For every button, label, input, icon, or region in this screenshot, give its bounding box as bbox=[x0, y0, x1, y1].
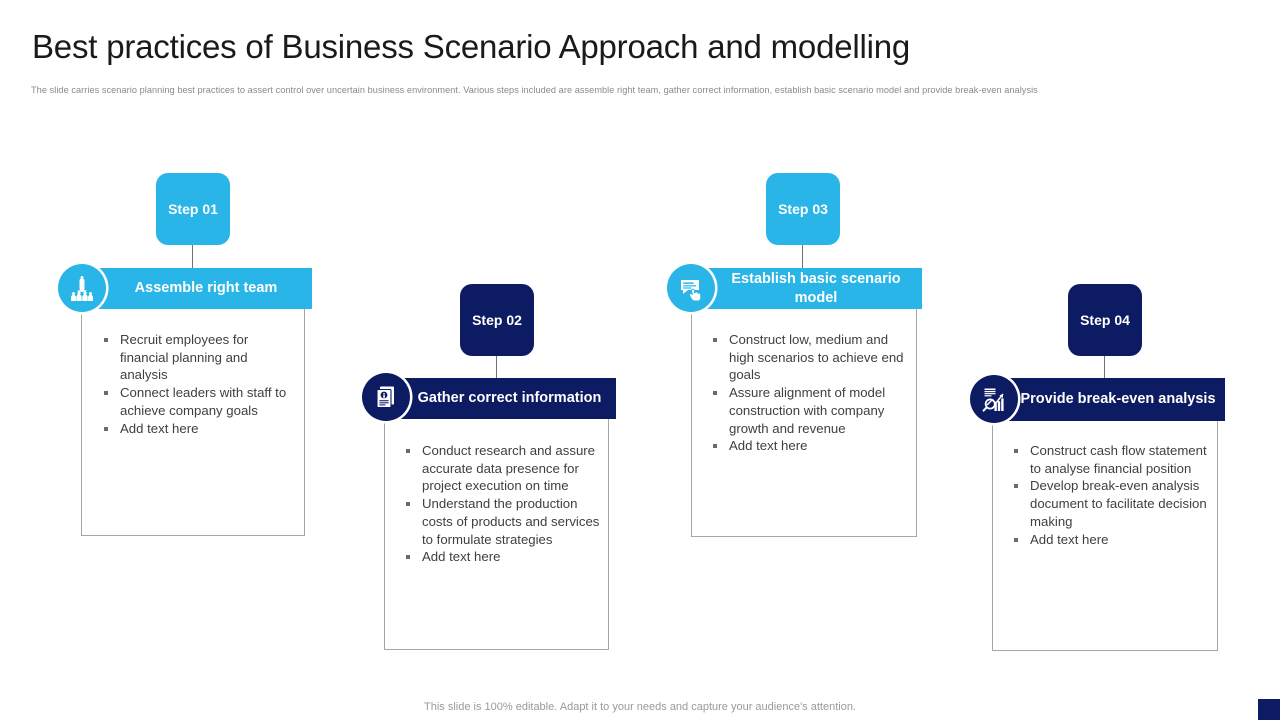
step-badge-3[interactable]: Step 03 bbox=[766, 173, 840, 245]
step-badge-label-1: Step 01 bbox=[168, 201, 218, 217]
step-body-card-1 bbox=[81, 288, 305, 536]
list-item: Connect leaders with staff to achieve co… bbox=[98, 384, 294, 419]
step-connector-3 bbox=[802, 245, 803, 268]
chart-magnifier-icon bbox=[970, 375, 1018, 423]
step-header-bar-3[interactable]: Establish basic scenario model bbox=[690, 268, 922, 309]
step-connector-4 bbox=[1104, 356, 1105, 378]
list-item: Add text here bbox=[98, 420, 294, 438]
list-item: Develop break-even analysis document to … bbox=[1008, 477, 1213, 530]
list-item: Conduct research and assure accurate dat… bbox=[400, 442, 600, 495]
step-header-bar-1[interactable]: Assemble right team bbox=[80, 268, 312, 309]
step-body-card-3 bbox=[691, 288, 917, 537]
step-bullets-3: Construct low, medium and high scenarios… bbox=[707, 331, 907, 455]
list-item: Understand the production costs of produ… bbox=[400, 495, 600, 548]
step-heading-2: Gather correct information bbox=[417, 390, 602, 406]
step-bullets-1: Recruit employees for financial planning… bbox=[98, 331, 294, 437]
step-bullets-2: Conduct research and assure accurate dat… bbox=[400, 442, 600, 566]
corner-accent-mark bbox=[1244, 694, 1280, 720]
team-leader-icon bbox=[58, 264, 106, 312]
footer-note: This slide is 100% editable. Adapt it to… bbox=[424, 701, 856, 713]
step-badge-1[interactable]: Step 01 bbox=[156, 173, 230, 245]
list-item: Assure alignment of model construction w… bbox=[707, 384, 907, 437]
document-info-icon bbox=[362, 373, 410, 421]
step-badge-label-4: Step 04 bbox=[1080, 312, 1130, 328]
step-connector-1 bbox=[192, 245, 193, 268]
page-subtitle: The slide carries scenario planning best… bbox=[31, 85, 1038, 95]
step-connector-2 bbox=[496, 356, 497, 378]
list-item: Recruit employees for financial planning… bbox=[98, 331, 294, 384]
step-bullets-4: Construct cash flow statement to analyse… bbox=[1008, 442, 1213, 548]
screen-cursor-icon bbox=[667, 264, 715, 312]
step-body-card-2 bbox=[384, 398, 609, 650]
step-heading-4: Provide break-even analysis bbox=[1020, 391, 1216, 407]
step-heading-3: Establish basic scenario model bbox=[731, 270, 901, 306]
step-badge-2[interactable]: Step 02 bbox=[460, 284, 534, 356]
list-item: Construct cash flow statement to analyse… bbox=[1008, 442, 1213, 477]
step-body-card-4 bbox=[992, 420, 1218, 651]
step-badge-label-3: Step 03 bbox=[778, 201, 828, 217]
list-item: Add text here bbox=[1008, 531, 1213, 549]
list-item: Add text here bbox=[707, 437, 907, 455]
page-title: Best practices of Business Scenario Appr… bbox=[32, 28, 911, 65]
step-header-bar-4[interactable]: Provide break-even analysis bbox=[991, 378, 1225, 421]
step-badge-4[interactable]: Step 04 bbox=[1068, 284, 1142, 356]
step-badge-label-2: Step 02 bbox=[472, 312, 522, 328]
step-header-bar-2[interactable]: Gather correct information bbox=[383, 378, 616, 419]
list-item: Add text here bbox=[400, 548, 600, 566]
step-heading-1: Assemble right team bbox=[134, 280, 278, 296]
list-item: Construct low, medium and high scenarios… bbox=[707, 331, 907, 384]
